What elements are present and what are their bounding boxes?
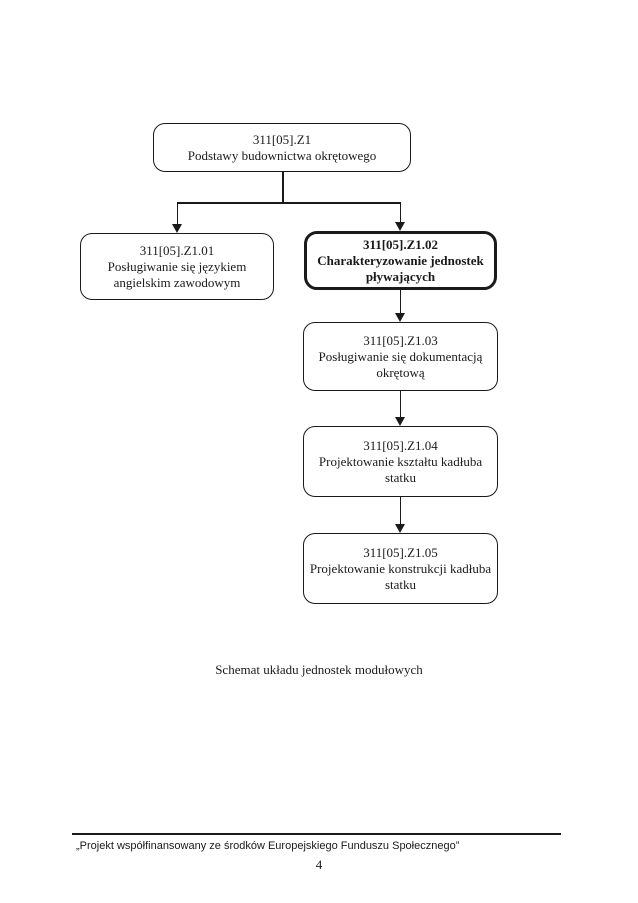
connector-z102-z103 [399,289,401,314]
node-label: Projektowanie kształtu kadłuba statku [318,453,483,485]
diagram-node-z1-02-highlighted: 311[05].Z1.02 Charakteryzowanie jednoste… [304,231,497,290]
connector-left-stem [176,202,178,224]
node-code: 311[05].Z1.02 [362,236,439,252]
connector-root-stem [282,172,284,203]
node-code: 311[05].Z1.01 [139,242,215,258]
diagram-node-z1-04: 311[05].Z1.04 Projektowanie kształtu kad… [303,426,498,497]
diagram-node-z1-01: 311[05].Z1.01 Posługiwanie się językiem … [80,233,274,300]
node-label: Posługiwanie się językiem angielskim zaw… [107,258,247,290]
footer-funding-note: „Projekt współfinansowany ze środków Eur… [76,840,460,852]
arrowhead-z104-icon [395,417,406,426]
footer-divider [72,833,561,835]
page-number: 4 [315,857,323,872]
node-label: Projektowanie konstrukcji kadłuba statku [309,560,492,592]
diagram-node-z1-05: 311[05].Z1.05 Projektowanie konstrukcji … [303,533,498,604]
node-code: 311[05].Z1 [252,131,312,147]
diagram-node-z1: 311[05].Z1 Podstawy budownictwa okrętowe… [153,123,411,172]
node-code: 311[05].Z1.03 [363,332,438,348]
arrowhead-left-icon [172,224,183,233]
node-label: Podstawy budownictwa okrętowego [187,147,377,163]
arrowhead-right-icon [395,222,406,231]
diagram-node-z1-03: 311[05].Z1.03 Posługiwanie się dokumenta… [303,322,498,391]
arrowhead-z105-icon [395,524,406,533]
arrowhead-z103-icon [395,313,406,322]
diagram-caption: Schemat układu jednostek modułowych [215,662,423,677]
node-label: Posługiwanie się dokumentacją okrętową [318,348,483,380]
node-code: 311[05].Z1.04 [363,437,438,453]
connector-branch-line [177,202,401,204]
connector-right-stem [399,202,401,223]
connector-z104-z105 [399,497,401,525]
connector-z103-z104 [399,391,401,418]
node-code: 311[05].Z1.05 [363,544,438,560]
node-label: Charakteryzowanie jednostek pływających [317,252,484,284]
